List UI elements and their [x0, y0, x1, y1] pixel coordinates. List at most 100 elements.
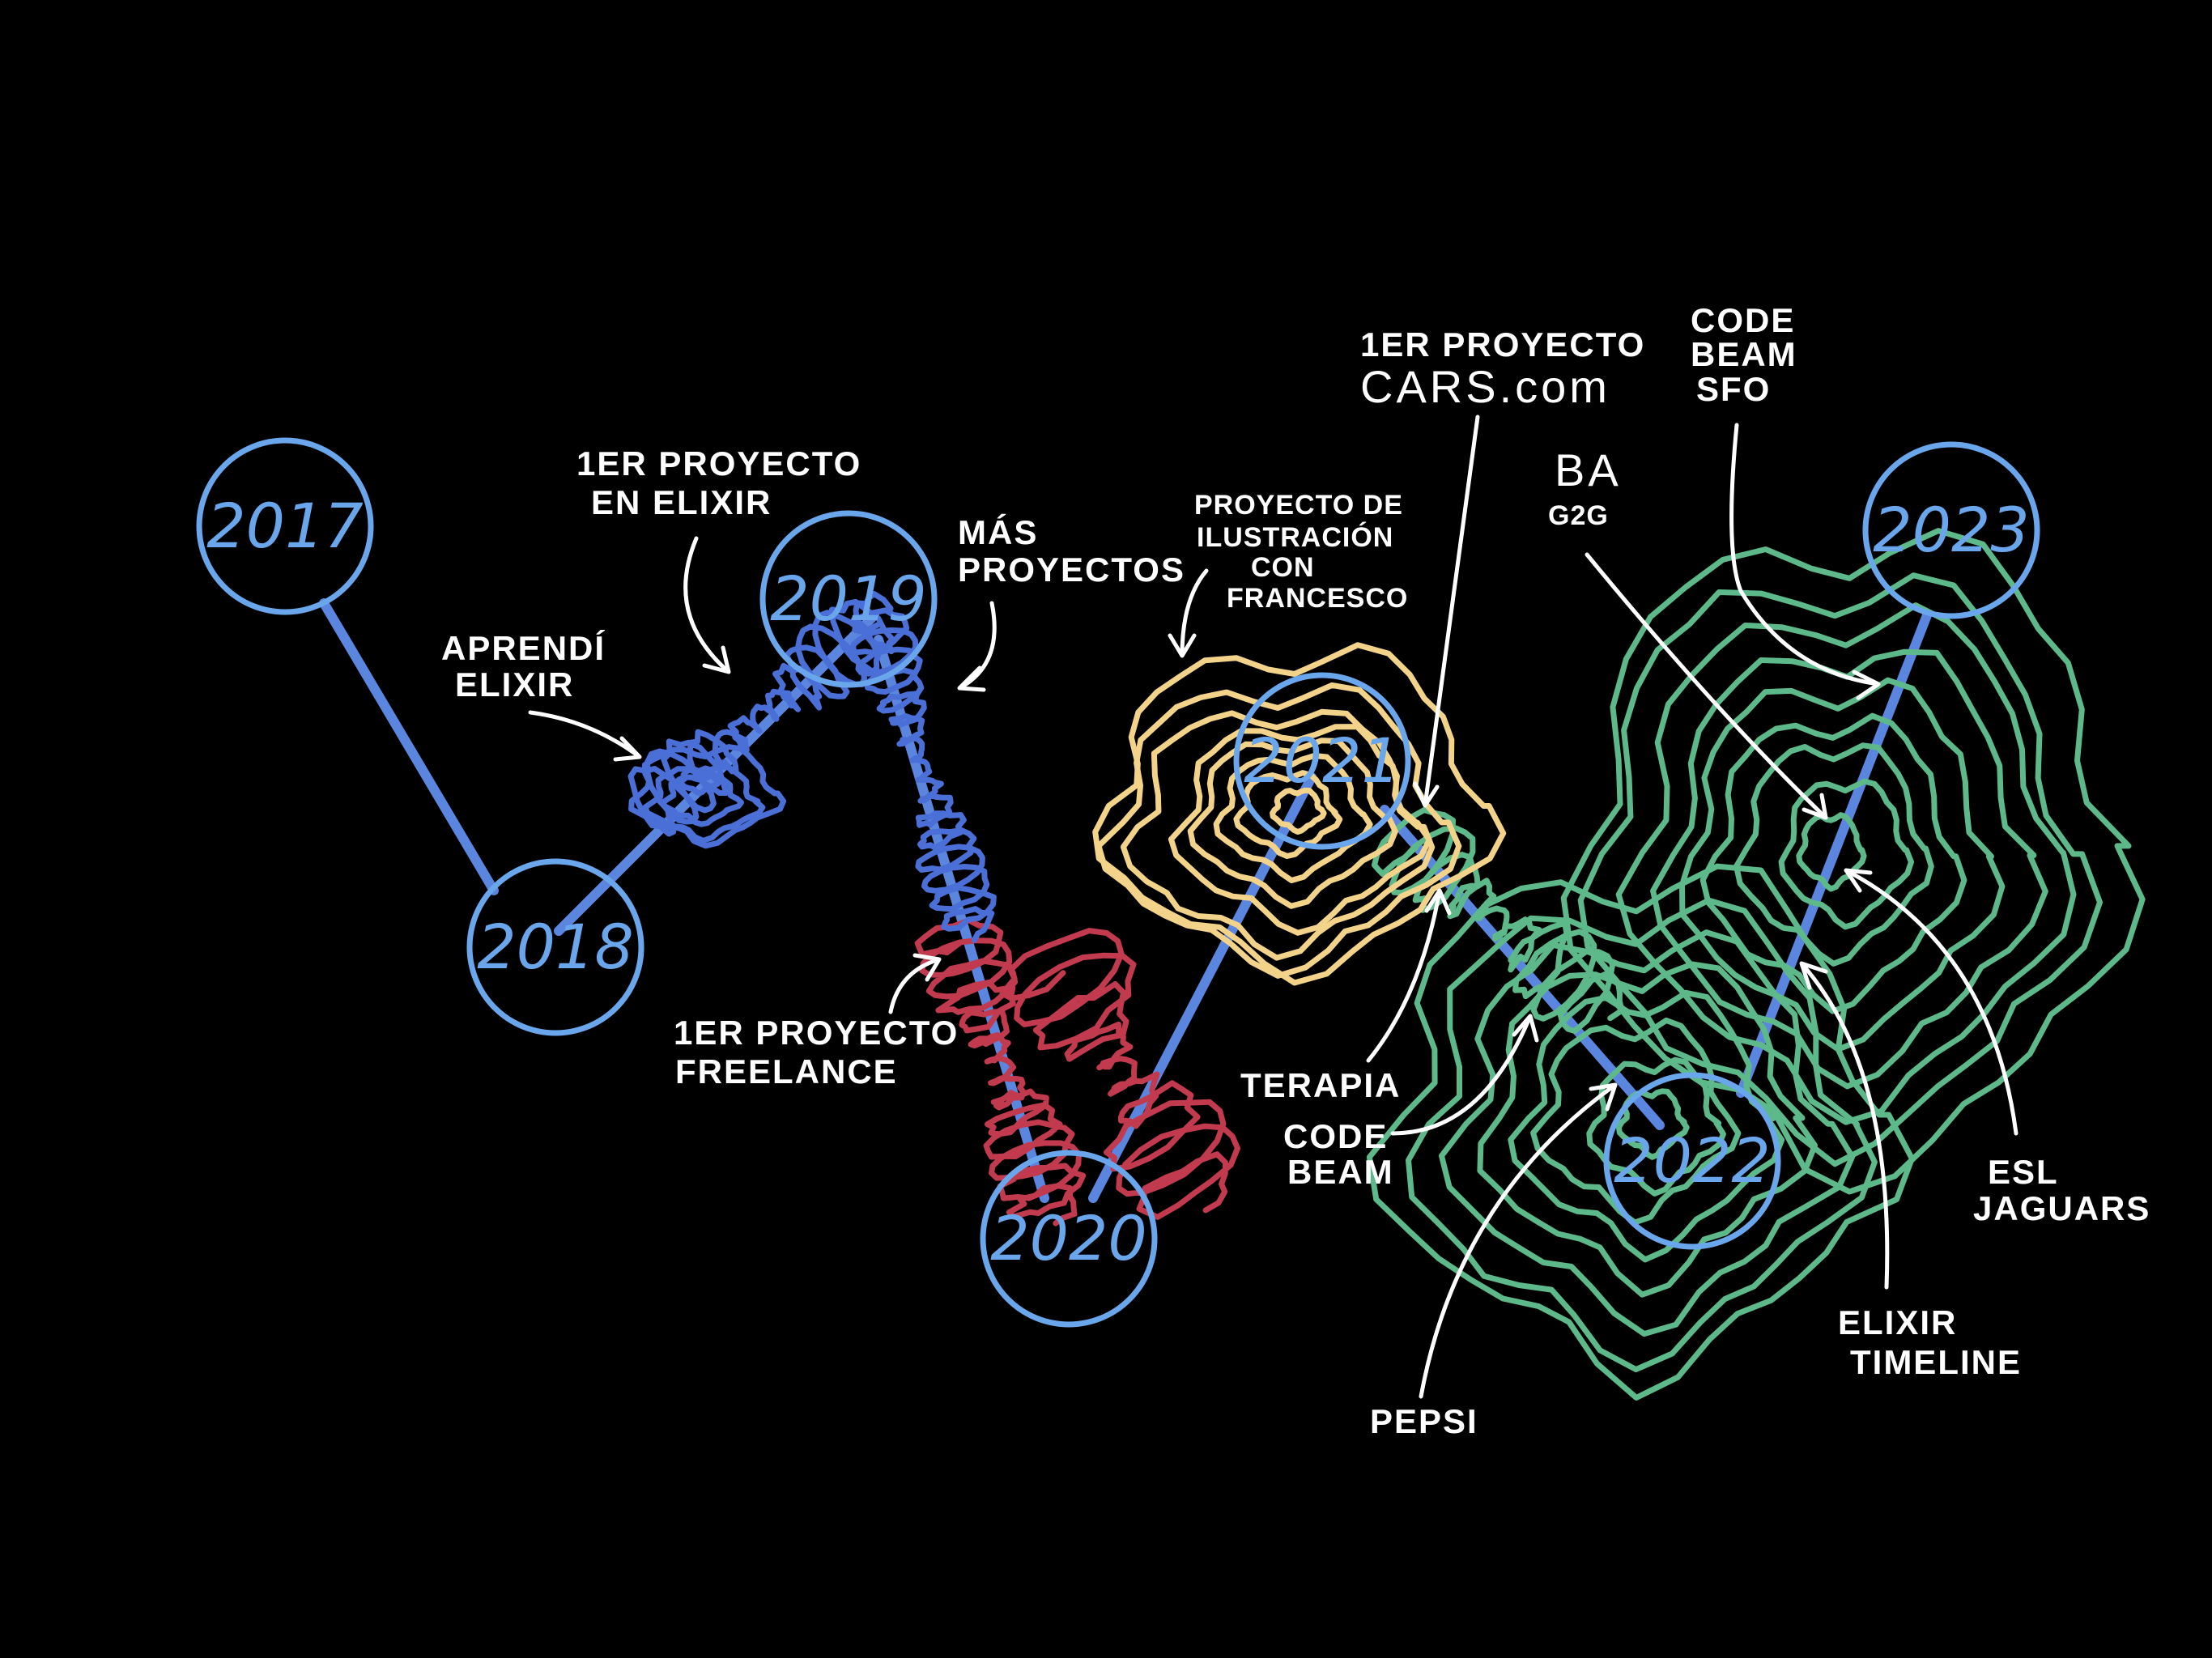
arrow-freelance — [888, 953, 942, 1014]
year-2022: 2022 — [1603, 1072, 1781, 1250]
year-label-2019: 2019 — [770, 563, 926, 635]
green-ring-large-6 — [1699, 712, 1967, 1014]
green-ring-large-4 — [1650, 648, 2048, 1090]
year-2023: 2023 — [1862, 441, 2040, 619]
year-circles: 2017 2018 2019 2020 2021 2022 2023 — [196, 437, 2040, 1328]
year-2020: 2020 — [980, 1150, 1158, 1328]
green-ring-lower-4 — [1477, 961, 1818, 1298]
note-esl-jaguars: ESL JAGUARS — [1973, 1153, 2150, 1227]
note-terapia: TERAPIA — [1240, 1066, 1401, 1104]
year-2021: 2021 — [1233, 672, 1411, 850]
yellow-ring-4 — [1168, 724, 1432, 936]
year-2018: 2018 — [466, 858, 644, 1036]
connector-2022-2023 — [1736, 610, 1932, 1098]
note-freelance-line2: FREELANCE — [675, 1052, 898, 1090]
arrow-esl-jaguars — [1844, 868, 2018, 1136]
year-circle-2023 — [1862, 441, 2040, 619]
note-pepsi: PEPSI — [1370, 1402, 1478, 1440]
note-freelance: 1ER PROYECTO FREELANCE — [674, 1014, 959, 1090]
year-circle-2021 — [1233, 672, 1411, 850]
yellow-ring-5 — [1187, 738, 1398, 909]
arrow-cars — [1413, 414, 1480, 808]
blue-scribble-2018-2020 — [627, 591, 997, 943]
note-aprendi-line2: ELIXIR — [455, 665, 574, 704]
yellow-ring-6 — [1213, 753, 1373, 883]
green-ring-lower-5 — [1508, 989, 1785, 1263]
note-esl-line2: JAGUARS — [1973, 1189, 2150, 1227]
arrow-ba-g2g — [1585, 552, 1828, 820]
note-primer-proyecto-elixir: 1ER PROYECTO EN ELIXIR — [576, 444, 861, 521]
connector-2019-2020 — [874, 635, 1049, 1203]
green-ring-large-5 — [1679, 677, 2006, 1052]
note-ba-line1: BA — [1555, 444, 1622, 495]
blue-coil-segment-1 — [627, 591, 895, 837]
green-ring-large-7 — [1733, 742, 1934, 967]
red-coil-segment — [914, 917, 1087, 1226]
green-ring-large-1 — [1560, 528, 2146, 1195]
year-label-2023: 2023 — [1873, 494, 2029, 566]
note-ilustracion-line1: PROYECTO DE — [1194, 490, 1403, 521]
note-codebeam-sfo-line2: BEAM — [1691, 335, 1797, 373]
note-aprendi-elixir: APRENDÍ ELIXIR — [441, 629, 606, 704]
arrow-mas-proyectos — [957, 601, 997, 692]
green-ring-large-9 — [1796, 812, 1867, 892]
green-ring-large-2 — [1577, 572, 2103, 1167]
year-label-2018: 2018 — [477, 911, 633, 983]
note-esl-line1: ESL — [1988, 1153, 2059, 1191]
note-ba-line2: G2G — [1548, 500, 1609, 531]
note-ilustracion-line2: ILUSTRACIÓN — [1197, 522, 1393, 553]
year-2017: 2017 — [196, 437, 374, 615]
note-freelance-line1: 1ER PROYECTO — [674, 1014, 959, 1052]
note-primer-elixir-line2: EN ELIXIR — [591, 483, 772, 521]
year-circle-2017 — [196, 437, 374, 615]
note-mas-proyectos: MÁS PROYECTOS — [958, 513, 1184, 589]
arrow-pepsi — [1419, 1082, 1618, 1399]
note-codebeam-line2: BEAM — [1287, 1153, 1394, 1191]
annotation-labels: APRENDÍ ELIXIR 1ER PROYECTO EN ELIXIR MÁ… — [441, 301, 2150, 1440]
green-scribble-2022-2023 — [1366, 528, 2146, 1401]
blue-knot-4 — [677, 765, 722, 797]
note-cars: 1ER PROYECTO CARS.com — [1360, 325, 1645, 412]
note-aprendi-line1: APRENDÍ — [441, 629, 606, 667]
year-2019: 2019 — [759, 510, 938, 688]
arrow-codebeam-sfo — [1729, 423, 1881, 700]
note-primer-elixir-line1: 1ER PROYECTO — [576, 444, 861, 483]
year-circle-2020 — [980, 1150, 1158, 1328]
blue-knot-2 — [642, 763, 766, 844]
green-ring-lower-1 — [1366, 863, 1915, 1401]
note-codebeam-line1: CODE — [1283, 1117, 1388, 1155]
yellow-ring-1 — [1092, 642, 1507, 986]
red-scribble-2020 — [914, 917, 1240, 1226]
year-circle-2019 — [759, 510, 938, 688]
connector-2017-2018 — [319, 598, 499, 895]
year-label-2017: 2017 — [206, 490, 363, 562]
green-ring-large-8 — [1778, 778, 1914, 930]
note-cars-line2: CARS.com — [1360, 361, 1610, 412]
note-ilustracion-line3: CON — [1251, 552, 1315, 583]
note-codebeam-sfo-line3: SFO — [1696, 370, 1771, 408]
year-label-2022: 2022 — [1614, 1124, 1770, 1197]
annotation-arrows — [528, 414, 2018, 1399]
note-codebeam: CODE BEAM — [1283, 1117, 1394, 1191]
year-circle-2022 — [1603, 1072, 1781, 1250]
note-cars-line1: 1ER PROYECTO — [1360, 325, 1645, 363]
green-ring-lower-6 — [1530, 1017, 1742, 1226]
blue-knot-3 — [660, 772, 744, 827]
year-circle-2018 — [466, 858, 644, 1036]
note-ilustracion-line4: FRANCESCO — [1227, 583, 1408, 614]
arrow-codebeam — [1390, 1014, 1539, 1136]
green-ring-large-3 — [1615, 602, 2077, 1125]
note-ba-g2g: BA G2G — [1548, 444, 1622, 531]
green-ring-lower-2 — [1406, 897, 1878, 1373]
note-codebeam-sfo: CODE BEAM SFO — [1691, 301, 1797, 408]
year-label-2021: 2021 — [1244, 725, 1400, 797]
note-elixir-timeline-line1: ELIXIR — [1838, 1303, 1957, 1341]
blue-knot-1 — [628, 744, 787, 849]
note-mas-line1: MÁS — [958, 513, 1038, 551]
arrow-aprendi-elixir — [528, 710, 642, 762]
note-elixir-timeline: ELIXIR TIMELINE — [1838, 1303, 2022, 1381]
note-elixir-timeline-line2: TIMELINE — [1850, 1343, 2022, 1381]
arrow-primer-proyecto-elixir — [683, 536, 731, 674]
green-ring-lower-8 — [1615, 1088, 1690, 1160]
